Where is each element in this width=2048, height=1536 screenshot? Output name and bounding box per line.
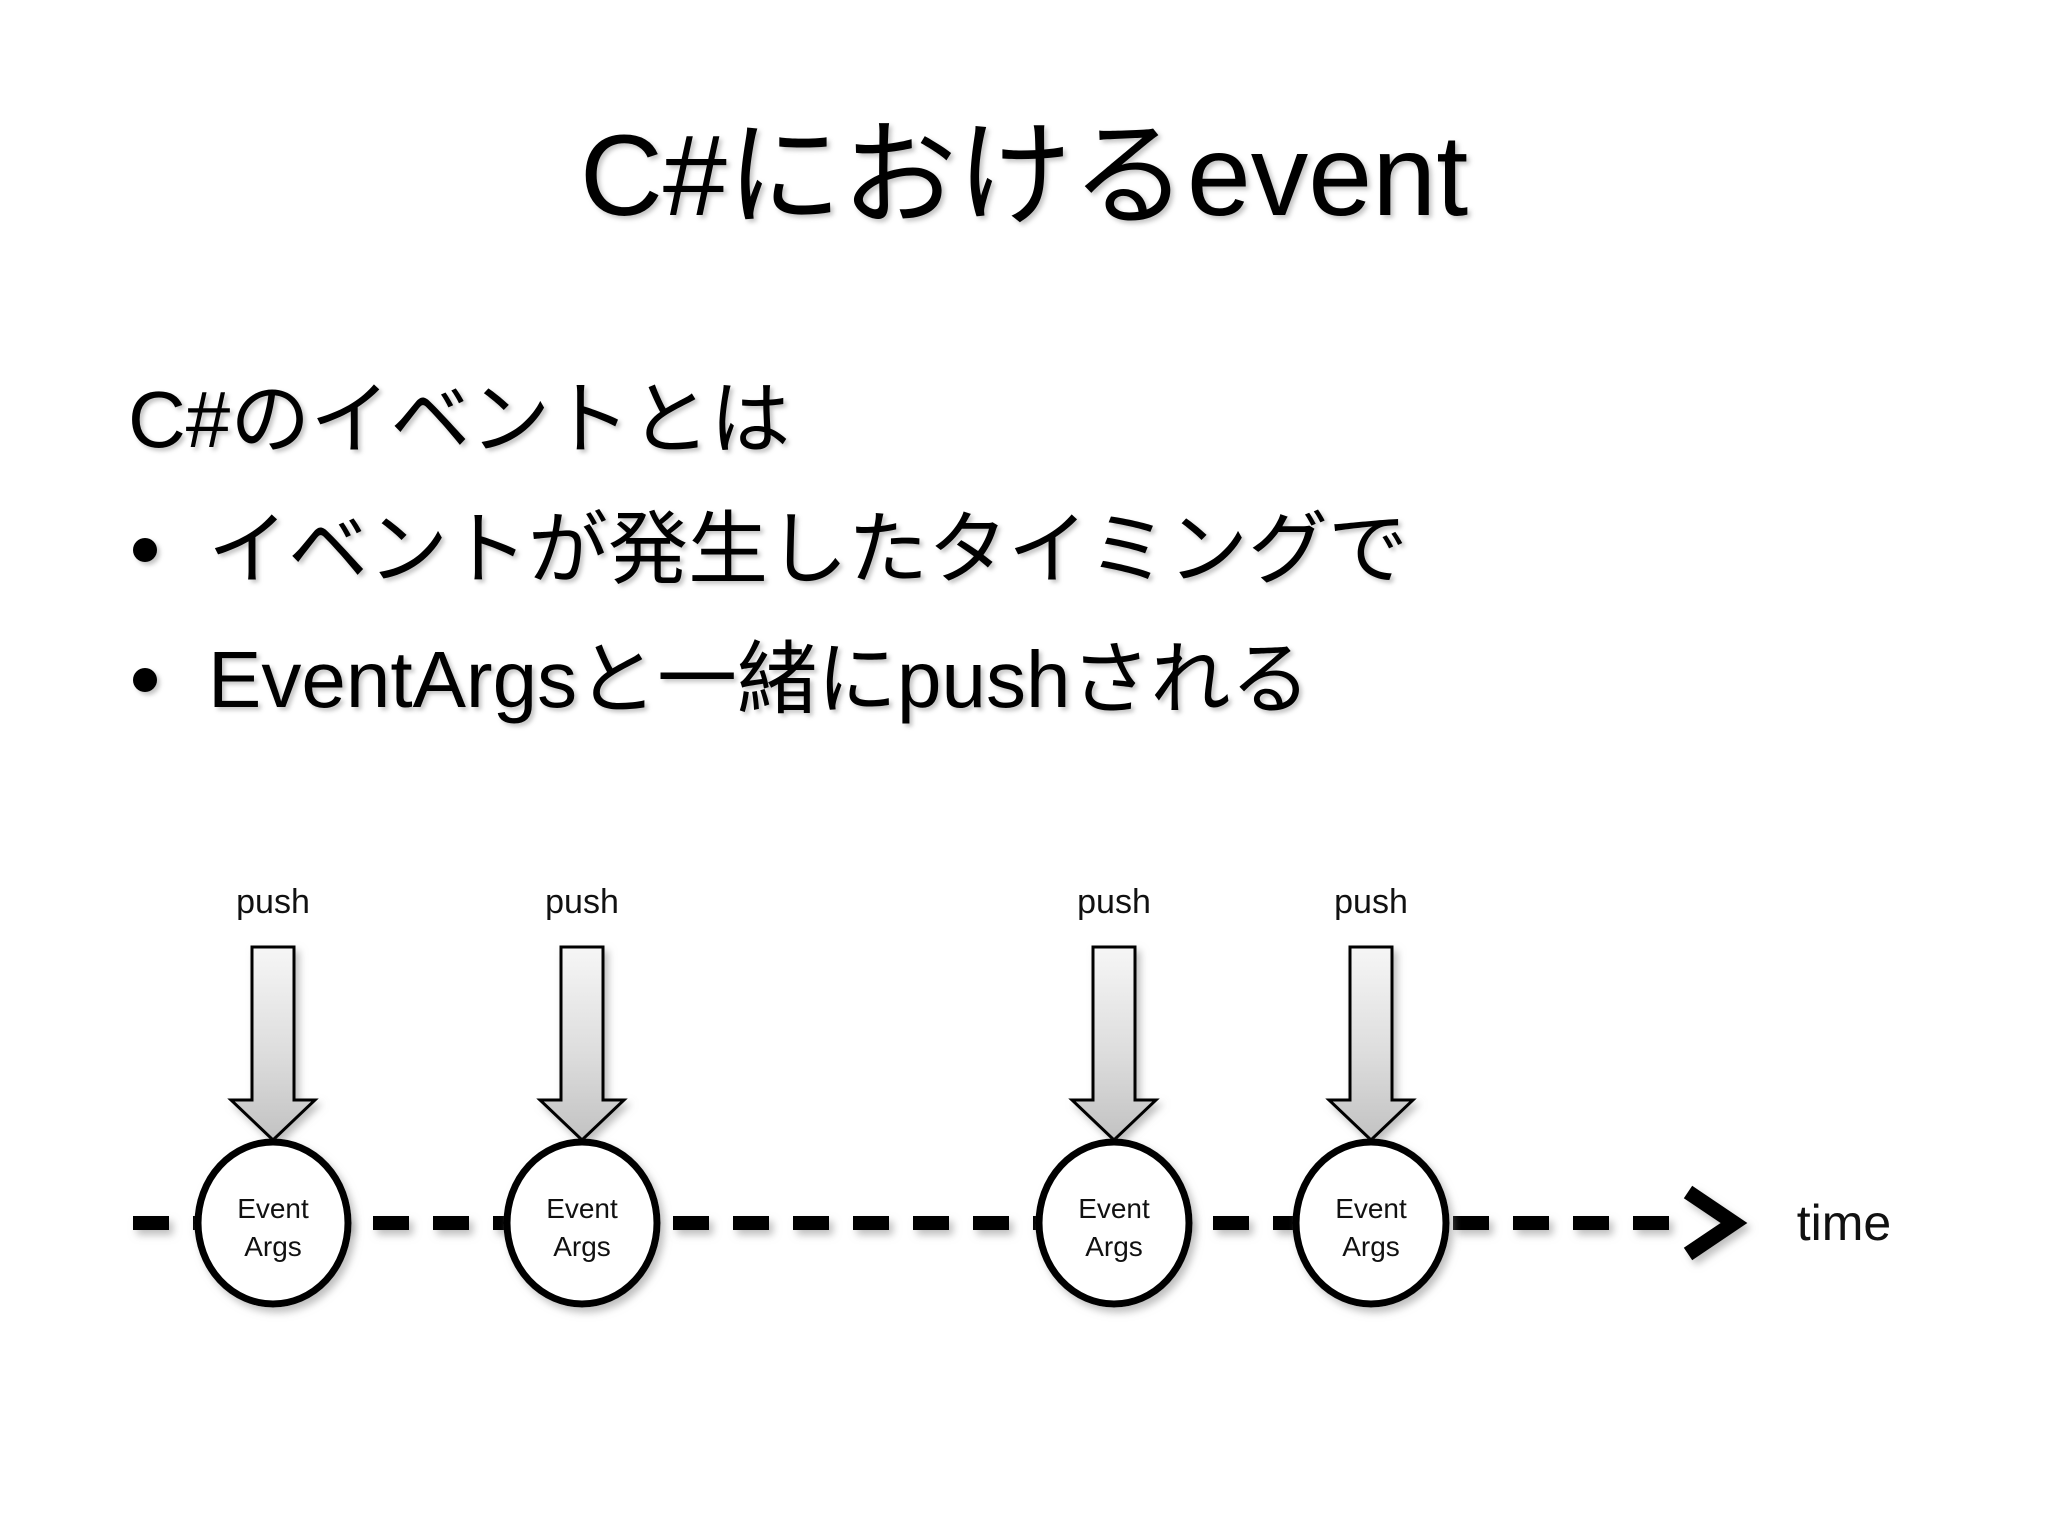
bullet-icon	[133, 538, 157, 562]
time-label: time	[1797, 1195, 1891, 1251]
slide-title: C#におけるevent	[579, 112, 1469, 240]
push-arrow-icon	[1068, 945, 1160, 1143]
push-arrow-icon	[1325, 945, 1417, 1143]
event-timeline-diagram: push push push push Event Args Event Arg…	[133, 883, 1891, 1308]
event-args-label-line2: Args	[244, 1231, 302, 1262]
event-args-circle	[194, 1138, 352, 1308]
bullet-text: EventArgsと一緒にpushされる	[208, 635, 1311, 724]
bullet-text: イベントが発生したタイミングで	[208, 505, 1408, 594]
event-args-label-line1: Event	[546, 1193, 618, 1224]
push-arrow-icon	[227, 945, 319, 1143]
push-arrow-icon	[536, 945, 628, 1143]
event-args-label-line1: Event	[1078, 1193, 1150, 1224]
event-args-label-line2: Args	[553, 1231, 611, 1262]
event-args-label-line1: Event	[1335, 1193, 1407, 1224]
event-args-circle	[1035, 1138, 1193, 1308]
push-label: push	[1077, 883, 1151, 921]
push-label: push	[236, 883, 310, 921]
bullet-item: EventArgsと一緒にpushされる	[133, 615, 1311, 745]
push-label: push	[545, 883, 619, 921]
event-args-label-line2: Args	[1342, 1231, 1400, 1262]
time-arrowhead-icon	[1683, 1185, 1748, 1261]
event-args-circles: Event Args Event Args Event Args Event A…	[194, 1138, 1450, 1308]
event-args-circle	[503, 1138, 661, 1308]
event-args-label-line2: Args	[1085, 1231, 1143, 1262]
body-heading: C#のイベントとは	[128, 375, 791, 464]
event-args-label-line1: Event	[237, 1193, 309, 1224]
bullet-item: イベントが発生したタイミングで	[133, 485, 1408, 615]
bullet-icon	[133, 668, 157, 692]
push-label: push	[1334, 883, 1408, 921]
event-args-circle	[1292, 1138, 1450, 1308]
